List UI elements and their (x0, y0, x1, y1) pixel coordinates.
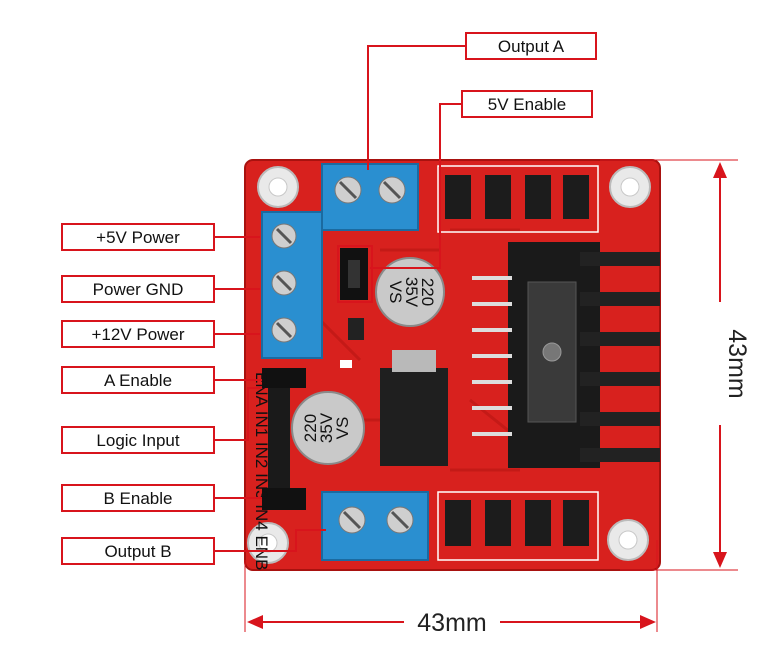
mounting-hole-top-right (609, 166, 651, 208)
label-a-enable-text: A Enable (104, 371, 172, 390)
cap-top-line1: 220 (418, 278, 437, 306)
label-5v-enable: 5V Enable (461, 90, 593, 118)
highlight-5v-jumper (337, 245, 373, 303)
power-led (340, 360, 352, 368)
terminal-power (261, 211, 323, 359)
label-12v-power-text: +12V Power (91, 325, 184, 344)
label-logic-input: Logic Input (61, 426, 215, 454)
label-5v-power-text: +5V Power (96, 228, 180, 247)
terminal-output-a (321, 163, 419, 231)
header-pin-labels: ENA IN1 IN2 IN3 IN4 ENB (252, 372, 271, 570)
l298n-pins (472, 276, 512, 436)
cap-bottom-line2: 35V (317, 412, 336, 443)
label-output-b: Output B (61, 537, 215, 565)
smd-component (348, 318, 364, 340)
diode-array-bottom (437, 491, 599, 561)
label-output-b-text: Output B (104, 542, 171, 561)
leader-logic-input (214, 387, 262, 441)
dimension-height-label: 43mm (723, 329, 751, 398)
label-logic-input-text: Logic Input (96, 431, 179, 450)
label-5v-power: +5V Power (61, 223, 215, 251)
cap-top-line3: VS (386, 281, 405, 304)
mounting-hole-bottom-left (247, 522, 289, 564)
leader-output-b (214, 529, 326, 552)
label-a-enable: A Enable (61, 366, 215, 394)
label-output-a-text: Output A (498, 37, 565, 56)
logic-header: ENA IN1 IN2 IN3 IN4 ENB (252, 368, 306, 570)
cap-bottom-line1: 220 (301, 414, 320, 442)
dimension-width-label: 43mm (417, 609, 486, 637)
label-power-gnd: Power GND (61, 275, 215, 303)
mounting-hole-top-left (257, 166, 299, 208)
heatsink (508, 242, 660, 468)
label-output-a: Output A (465, 32, 597, 60)
voltage-regulator (380, 350, 448, 466)
label-power-gnd-text: Power GND (93, 280, 184, 299)
cap-top-line2: 35V (402, 277, 421, 308)
leader-output-a (367, 45, 466, 170)
capacitor-bottom: 220 35V VS (291, 391, 365, 465)
label-12v-power: +12V Power (61, 320, 215, 348)
label-5v-enable-text: 5V Enable (488, 95, 566, 114)
capacitor-top: 220 35V VS (375, 257, 445, 327)
label-b-enable-text: B Enable (104, 489, 173, 508)
mounting-hole-bottom-right (607, 519, 649, 561)
leader-5v-enable (370, 103, 462, 269)
dimension-height: 43mm (713, 162, 751, 568)
jumper-5v-enable (340, 248, 368, 300)
label-b-enable: B Enable (61, 484, 215, 512)
dimension-width: 43mm (247, 609, 656, 637)
terminal-output-b (321, 491, 429, 561)
diode-array-top (437, 165, 599, 233)
cap-bottom-line3: VS (333, 417, 352, 440)
